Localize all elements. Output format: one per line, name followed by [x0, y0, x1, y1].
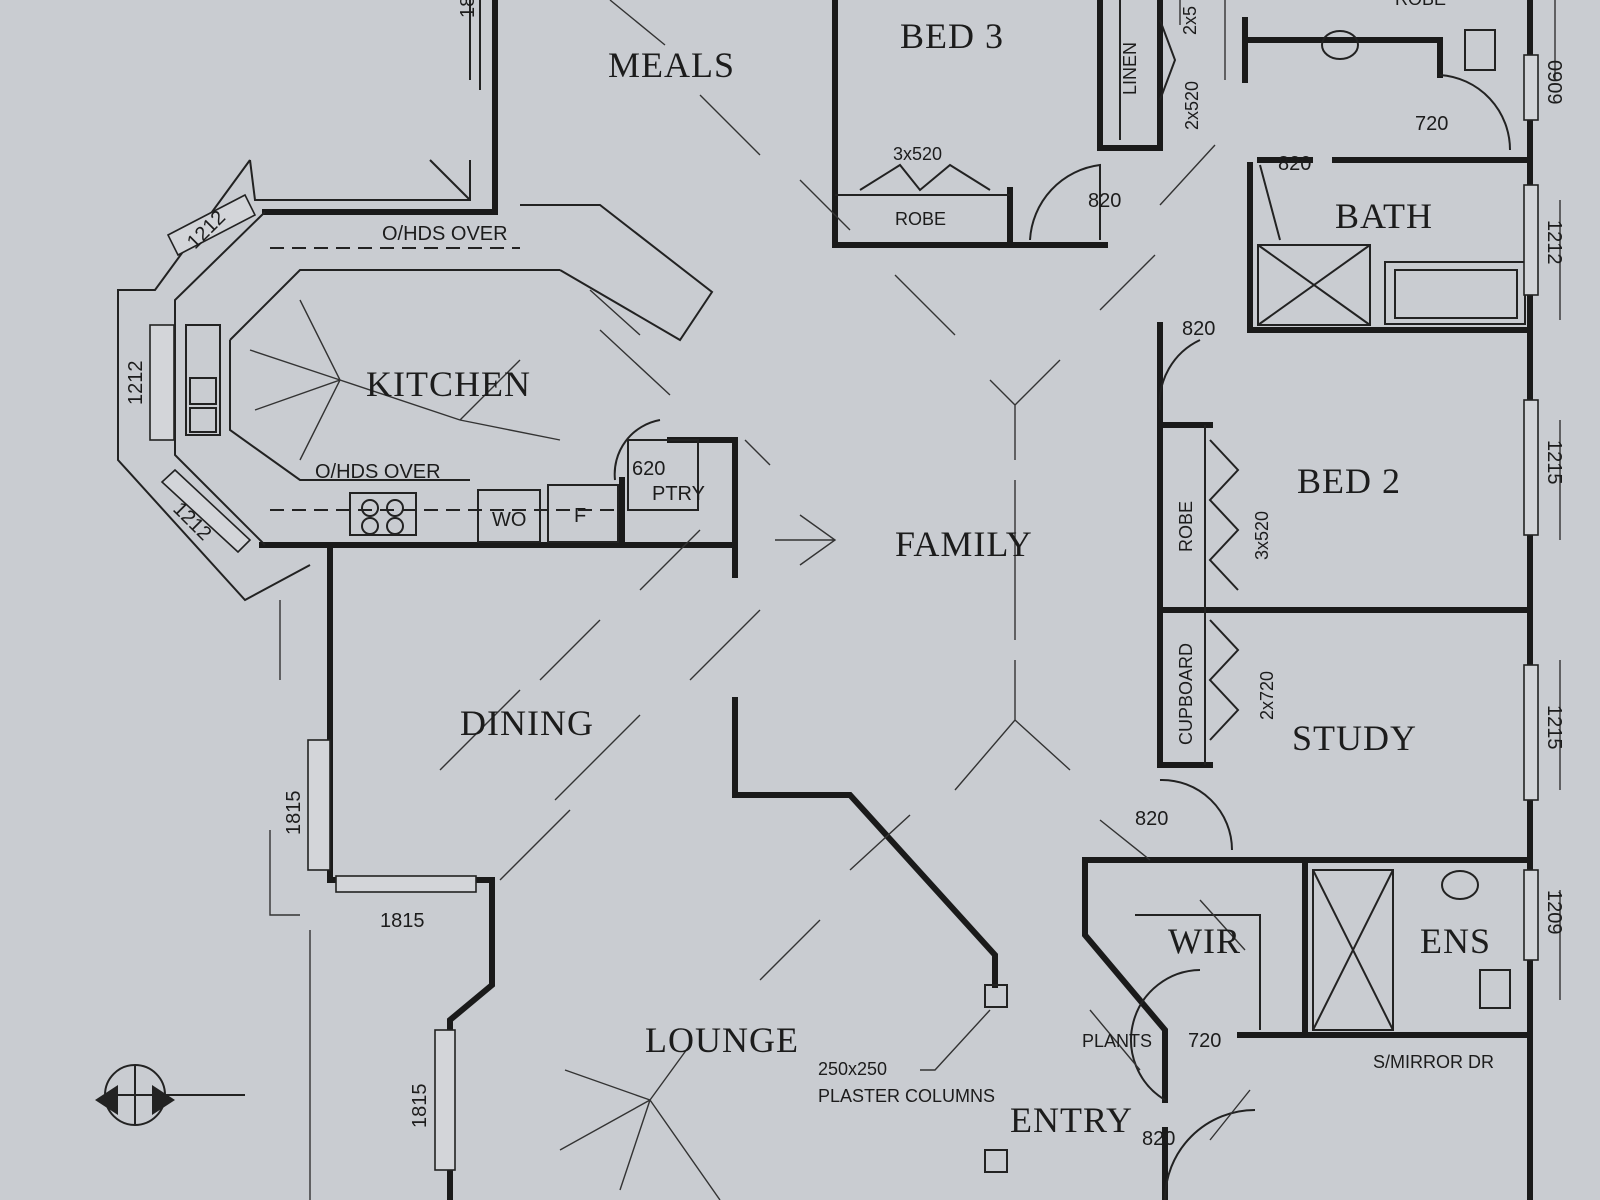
columns-text: PLASTER COLUMNS	[818, 1086, 995, 1106]
dim-right-1209: 1209	[1543, 890, 1565, 935]
room-dining: DINING	[460, 703, 594, 743]
dim-kitchen-side: 1212	[125, 361, 147, 406]
note-ohds-over-top: O/HDS OVER	[382, 223, 508, 245]
ceiling-lines	[249, 0, 1561, 1200]
windows	[149, 54, 1539, 1171]
wall-oven-label: WO	[492, 509, 526, 531]
room-ens: ENS	[1420, 921, 1491, 961]
room-bed3: BED 3	[900, 16, 1004, 56]
dim-dining-side: 1815	[283, 791, 305, 836]
room-entry: ENTRY	[1010, 1100, 1133, 1140]
plants-label: PLANTS	[1082, 1031, 1152, 1051]
room-bath: BATH	[1335, 196, 1433, 236]
door-widths: 820 720 820 820 820 720 820	[1088, 113, 1448, 1150]
columns-size: 250x250	[818, 1059, 887, 1079]
room-bed2: BED 2	[1297, 461, 1401, 501]
section-marker-icon	[95, 1064, 245, 1126]
room-study: STUDY	[1292, 718, 1417, 758]
room-meals: MEALS	[608, 45, 735, 85]
room-labels: MEALS BED 3 KITCHEN FAMILY DINING LOUNGE…	[366, 16, 1491, 1140]
linen-doors-top: 2x5	[1180, 6, 1200, 35]
notes: O/HDS OVER O/HDS OVER 620 PTRY WO F ROBE…	[315, 0, 1494, 1106]
dim-right-1215-a: 1215	[1543, 440, 1565, 485]
fridge-label: F	[574, 505, 586, 527]
dim-right-1212: 1212	[1543, 220, 1565, 265]
robe-bed3-label: ROBE	[895, 209, 946, 229]
dim-right-0909: 0909	[1543, 60, 1565, 105]
cupboard-doors: 2x720	[1257, 671, 1277, 720]
door-entry: 820	[1142, 1128, 1175, 1150]
linen-doors: 2x520	[1182, 81, 1202, 130]
linen-label: LINEN	[1120, 42, 1140, 95]
room-family: FAMILY	[895, 524, 1033, 564]
cupboard-label: CUPBOARD	[1176, 643, 1196, 745]
note-ohds-over-bottom: O/HDS OVER	[315, 461, 441, 483]
door-bath-lower: 820	[1182, 318, 1215, 340]
dim-lounge: 1815	[409, 1084, 431, 1129]
robe-top-label: ROBE	[1395, 0, 1446, 9]
pantry-width: 620	[632, 458, 665, 480]
robe-bed2-label: ROBE	[1176, 501, 1196, 552]
room-kitchen: KITCHEN	[366, 364, 531, 404]
mirror-door-label: S/MIRROR DR	[1373, 1052, 1494, 1072]
door-wir: 720	[1188, 1030, 1221, 1052]
door-study: 820	[1135, 808, 1168, 830]
dim-dining-bottom: 1815	[380, 910, 425, 932]
robe-bed2-doors: 3x520	[1252, 511, 1272, 560]
door-bed3: 820	[1088, 190, 1121, 212]
robe-bed3-doors: 3x520	[893, 144, 942, 164]
walls	[259, 0, 1533, 1200]
door-wc: 720	[1415, 113, 1448, 135]
room-lounge: LOUNGE	[645, 1020, 799, 1060]
door-swings	[613, 74, 1512, 1200]
dim-top-left: 18	[457, 0, 479, 18]
room-wir: WIR	[1168, 921, 1241, 961]
benches-and-joinery	[117, 0, 1526, 1173]
dim-right-1215-b: 1215	[1543, 705, 1565, 750]
door-bath: 820	[1278, 153, 1311, 175]
pantry-label: PTRY	[652, 483, 705, 505]
